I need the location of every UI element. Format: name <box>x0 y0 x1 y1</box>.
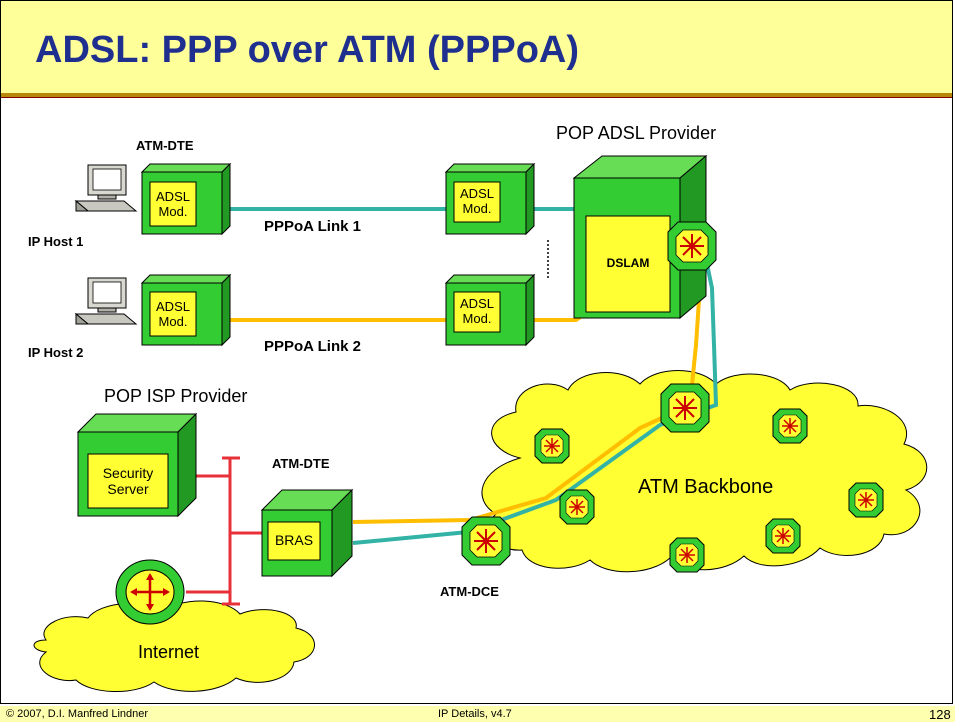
adsl-modem-pop-1-text: ADSL Mod. <box>460 186 494 216</box>
adsl-modem-pop-2 <box>444 273 536 347</box>
atm-backbone-cloud <box>481 370 928 573</box>
adsl-modem-pop-2-text: ADSL Mod. <box>460 296 494 326</box>
ip-host-2-computer <box>75 277 137 325</box>
bras-label: BRAS <box>274 532 314 548</box>
title-rule <box>1 93 952 97</box>
network-diagram <box>33 154 928 692</box>
slide-title: ADSL: PPP over ATM (PPPoA) <box>35 29 580 71</box>
adsl-modem-host-2 <box>140 273 232 347</box>
security-server-text: Security Server <box>102 465 154 497</box>
slide-footer: © 2007, D.I. Manfred Lindner IP Details,… <box>0 706 955 722</box>
atm-backbone-label: ATM Backbone <box>638 476 774 498</box>
backbone-switch <box>772 408 808 444</box>
page-number: 128 <box>929 707 951 722</box>
title-rule-thin <box>1 97 952 98</box>
ip-host-1-computer <box>75 164 137 212</box>
dslam-box <box>572 154 708 320</box>
backbone-core-switch <box>660 383 710 433</box>
atm-dte-label: ATM-DTE <box>136 138 194 153</box>
dslam-label: DSLAM <box>606 256 650 270</box>
internet-label: Internet <box>138 642 200 662</box>
adsl-modem-pop-1 <box>444 162 536 236</box>
atm-dce-label: ATM-DCE <box>440 584 499 599</box>
backbone-switch <box>534 428 570 464</box>
footer-course: IP Details, v4.7 <box>438 708 512 720</box>
pop-adsl-provider-label: POP ADSL Provider <box>556 123 717 143</box>
title-bar: ADSL: PPP over ATM (PPPoA) <box>1 1 952 93</box>
security-server-box <box>76 412 198 518</box>
footer-copyright: © 2007, D.I. Manfred Lindner <box>6 708 149 720</box>
backbone-switch <box>669 537 705 573</box>
ip-host-1-label: IP Host 1 <box>28 234 84 249</box>
ip-host-2-label: IP Host 2 <box>28 345 84 360</box>
adsl-modem-host-1 <box>140 162 232 236</box>
pppoa-link-1-label: PPPoA Link 1 <box>264 218 361 235</box>
slide-frame <box>0 0 953 704</box>
atm-dce-switch <box>461 516 511 566</box>
atm-dte-bras-label: ATM-DTE <box>272 456 330 471</box>
adsl-modem-host-1-text: ADSL Mod. <box>156 189 190 219</box>
isp-lan <box>186 456 264 606</box>
pppoa-link-2-label: PPPoA Link 2 <box>264 338 361 355</box>
internet-router <box>115 559 185 625</box>
backbone-switch <box>559 489 595 525</box>
adsl-modem-host-2-text: ADSL Mod. <box>156 299 190 329</box>
pop-isp-provider-label: POP ISP Provider <box>104 386 248 406</box>
backbone-switch <box>848 482 884 518</box>
backbone-switch <box>765 518 801 554</box>
dslam-atm-switch <box>667 221 717 271</box>
bras-box <box>260 488 354 578</box>
